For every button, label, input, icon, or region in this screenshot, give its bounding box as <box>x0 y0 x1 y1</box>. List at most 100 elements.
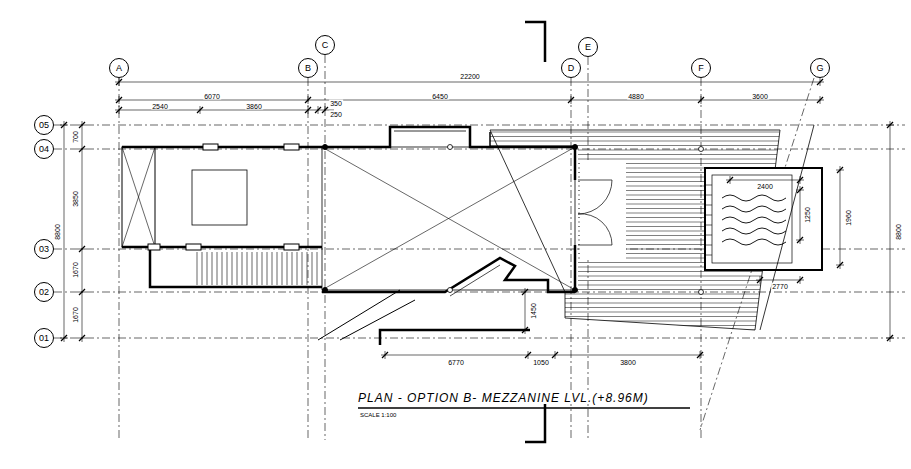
dim-tick <box>522 289 528 295</box>
hatch-line <box>480 132 790 133</box>
hatch-line <box>480 312 790 313</box>
grid-bubble: E <box>578 37 598 57</box>
dim-tick <box>797 237 803 243</box>
grid-bubble: G <box>810 58 830 78</box>
dim-tick <box>79 122 85 128</box>
stair-tread <box>207 252 208 285</box>
grid-label: 01 <box>39 334 49 343</box>
dim-tick <box>568 97 574 103</box>
stair-tread <box>252 252 253 285</box>
dimension-text: 700 <box>72 130 79 144</box>
dimension-line <box>525 288 526 334</box>
grid-bubble: 03 <box>34 239 54 259</box>
dim-tick <box>79 146 85 152</box>
scale-note: SCALE 1:100 <box>360 412 396 418</box>
dimension-text: 1670 <box>72 261 79 279</box>
dim-tick <box>315 107 321 113</box>
hatch-line <box>480 163 790 164</box>
dimension-line <box>115 82 824 83</box>
dim-tick <box>727 177 733 183</box>
dim-tick <box>817 97 823 103</box>
grid-bubble: 02 <box>34 282 54 302</box>
dim-tick <box>79 289 85 295</box>
dimension-text: 1050 <box>532 359 550 366</box>
grid-label: D <box>568 64 575 73</box>
dimension-text: 3600 <box>751 93 769 100</box>
dim-tick <box>382 352 388 358</box>
dim-tick <box>757 277 763 283</box>
dim-tick <box>817 79 823 85</box>
grid-label: 03 <box>39 245 49 254</box>
hatch-line <box>480 141 790 142</box>
dimension-text: 6450 <box>431 93 449 100</box>
dimension-line <box>756 280 804 281</box>
dimension-text: 3800 <box>619 359 637 366</box>
grid-bubble: 05 <box>34 115 54 135</box>
dim-tick <box>116 97 122 103</box>
stair-tread <box>242 252 243 285</box>
dimension-line <box>82 121 83 342</box>
dim-tick <box>79 246 85 252</box>
dimension-text: 1670 <box>72 306 79 324</box>
grid-bubble: 01 <box>34 328 54 348</box>
stair-tread <box>312 252 313 285</box>
dimension-text: 1250 <box>804 206 811 224</box>
grid-bubble: 04 <box>34 139 54 159</box>
water-symbol <box>722 228 786 234</box>
stair-tread <box>277 252 278 285</box>
grid-label: F <box>698 64 704 73</box>
dimension-text: 22200 <box>459 73 480 80</box>
grid-bubble: C <box>315 35 335 55</box>
dimension-line <box>840 166 841 269</box>
dim-tick <box>305 107 311 113</box>
dim-tick <box>522 327 528 333</box>
hatch-line <box>480 159 790 160</box>
grid-bubble: A <box>109 58 129 78</box>
stair-tread <box>302 252 303 285</box>
dim-tick <box>797 177 803 183</box>
stair-tread <box>227 252 228 285</box>
hatch-line <box>480 276 790 277</box>
stair-tread <box>222 252 223 285</box>
dimension-text: 2400 <box>756 183 774 190</box>
dimension-text: 4880 <box>627 93 645 100</box>
dimension-line <box>115 110 334 111</box>
stair-tread <box>262 252 263 285</box>
dimension-line <box>726 180 804 181</box>
grid-label: G <box>816 64 823 73</box>
hatch-line <box>480 307 790 308</box>
dimension-text: 8800 <box>895 223 902 241</box>
dimension-line <box>890 121 891 342</box>
hatch-line <box>480 271 790 272</box>
grid-label: A <box>116 64 122 73</box>
dimension-line <box>381 355 704 356</box>
grid-label: E <box>585 43 591 52</box>
dimension-text: 1450 <box>530 302 537 320</box>
water-symbol <box>722 217 786 223</box>
dim-tick <box>837 167 843 173</box>
dimension-line <box>64 121 65 342</box>
hatch-line <box>480 325 790 326</box>
hatch-line <box>480 294 790 295</box>
dimension-text: 250 <box>329 111 343 118</box>
hatch-line <box>480 136 790 137</box>
grid-label: C <box>322 41 329 50</box>
dim-tick <box>837 262 843 268</box>
stair-tread <box>212 252 213 285</box>
grid-bubble: D <box>561 58 581 78</box>
dim-tick <box>797 187 803 193</box>
stair-tread <box>287 252 288 285</box>
dim-tick <box>116 107 122 113</box>
hatch-line <box>480 285 790 286</box>
stair-tread <box>307 252 308 285</box>
stair-tread <box>317 252 318 285</box>
grid-label: 05 <box>39 121 49 130</box>
stair-tread <box>217 252 218 285</box>
grid-bubble: B <box>298 58 318 78</box>
dim-tick <box>197 107 203 113</box>
dim-tick <box>552 352 558 358</box>
dim-tick <box>698 97 704 103</box>
dim-tick <box>61 335 67 341</box>
water-symbol <box>722 195 786 201</box>
dim-tick <box>697 352 703 358</box>
